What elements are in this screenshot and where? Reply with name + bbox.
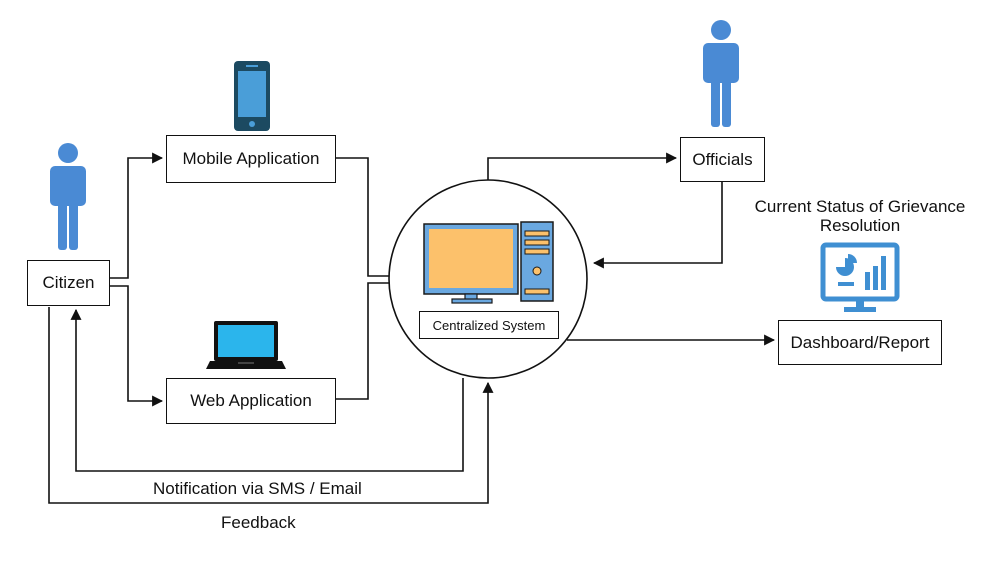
centralized-system-node: Centralized System (419, 311, 559, 339)
edge-mobile-central (336, 157, 390, 277)
edge-central-officials (487, 152, 678, 180)
laptop-icon (206, 321, 286, 369)
officials-node: Officials (680, 137, 765, 182)
citizen-person-icon (50, 143, 86, 250)
web-application-node: Web Application (166, 378, 336, 424)
notification-label: Notification via SMS / Email (153, 479, 362, 498)
citizen-node: Citizen (27, 260, 110, 306)
mobile-application-node: Mobile Application (166, 135, 336, 183)
feedback-label: Feedback (221, 513, 296, 532)
dashboard-report-node: Dashboard/Report (778, 320, 942, 365)
edge-citizen-mobile (110, 152, 164, 279)
desktop-computer-icon (423, 221, 554, 304)
dashboard-chart-icon (820, 242, 900, 312)
status-title-label: Current Status of Grievance Resolution (754, 197, 966, 235)
edge-feedback (48, 307, 494, 504)
smartphone-icon (234, 61, 270, 131)
officials-person-icon (703, 20, 739, 127)
edge-citizen-web (110, 285, 164, 407)
edge-web-central (336, 282, 390, 400)
edge-notification (70, 308, 464, 472)
edge-officials-central (592, 182, 723, 269)
